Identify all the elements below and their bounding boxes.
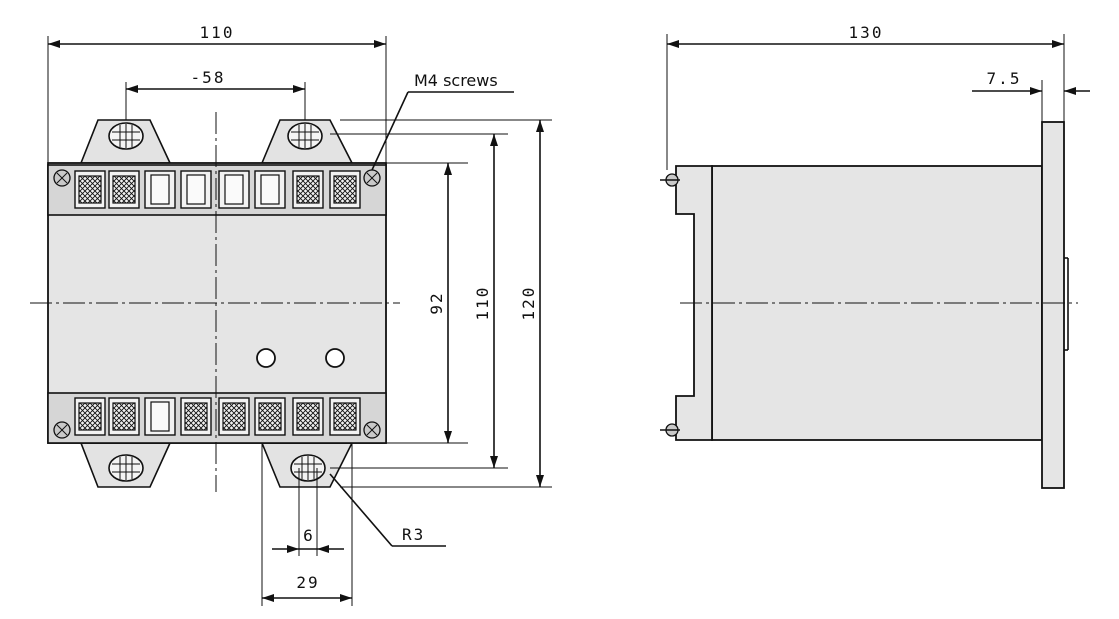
dim-height-92: 92	[427, 291, 446, 314]
side-flange	[1041, 121, 1065, 489]
front-view	[30, 112, 400, 492]
mounting-ear-top-left	[79, 119, 172, 164]
mounting-ear-top-right	[260, 119, 354, 164]
label-m4-screws: M4 screws	[414, 71, 498, 90]
dim-ear-29: 29	[296, 573, 319, 592]
indicator-hole-right	[325, 348, 345, 368]
terminal-strip-top	[47, 164, 387, 216]
dim-depth-130: 130	[849, 23, 884, 42]
indicator-hole-left	[256, 348, 276, 368]
side-view	[660, 121, 1078, 489]
mounting-ear-bottom-left	[79, 442, 172, 488]
dim-pitch-58: -58	[191, 68, 226, 87]
dim-width-110: 110	[200, 23, 235, 42]
label-r3: R3	[402, 525, 425, 544]
dim-flange-7-5: 7.5	[987, 69, 1022, 88]
dim-height-120: 120	[519, 286, 538, 321]
dim-slot-6: 6	[303, 526, 315, 545]
side-dimensions: 130 7.5	[666, 23, 1090, 170]
front-dimensions: 110 -58 92 110 120 M4 screws	[47, 23, 552, 606]
terminal-strip-bottom	[47, 392, 387, 444]
dim-height-110: 110	[473, 286, 492, 321]
mounting-ear-bottom-right	[260, 442, 354, 488]
